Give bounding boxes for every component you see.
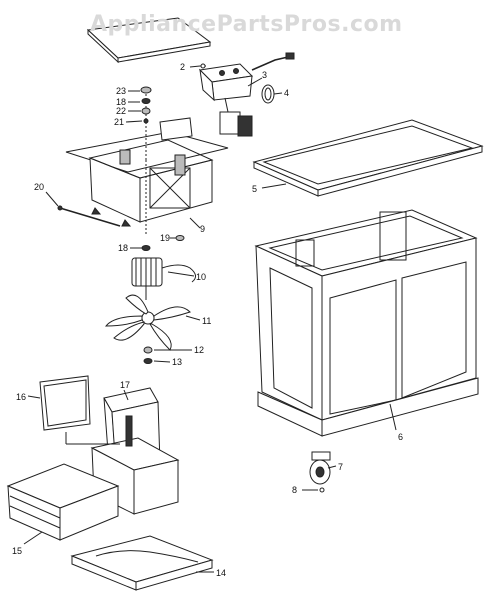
callout-22: 22 — [116, 106, 126, 116]
callout-16: 16 — [16, 392, 26, 402]
callout-19: 19 — [160, 233, 170, 243]
callout-8: 8 — [292, 485, 297, 495]
callout-2: 2 — [180, 62, 185, 72]
callout-20: 20 — [34, 182, 44, 192]
callout-5: 5 — [252, 184, 257, 194]
callout-21: 21 — [114, 117, 124, 127]
knob-ring-part — [261, 84, 275, 104]
callout-14: 14 — [216, 568, 226, 578]
leader-lines — [23, 65, 397, 573]
callout-10: 10 — [196, 272, 206, 282]
callout-6: 6 — [398, 432, 403, 442]
caster-part — [309, 451, 331, 493]
fan-nut — [143, 346, 153, 364]
callout-11: 11 — [202, 316, 211, 326]
filter-pad-part — [252, 119, 484, 197]
callout-4: 4 — [284, 88, 289, 98]
watermark-text: AppliancePartsPros.com — [90, 12, 403, 37]
callout-23: 23 — [116, 86, 126, 96]
callout-9: 9 — [200, 224, 205, 234]
base-pan-part — [65, 90, 229, 235]
callout-3: 3 — [262, 70, 267, 80]
control-housing-part — [198, 52, 295, 137]
hardware-stack — [140, 86, 152, 124]
base-tray-part — [70, 535, 214, 591]
side-panel-part — [39, 375, 91, 431]
fan-blade-part — [104, 294, 191, 351]
cartridge-part — [6, 463, 120, 541]
callout-12: 12 — [194, 345, 204, 355]
callout-15: 15 — [12, 546, 22, 556]
callout-18-upper: 18 — [116, 97, 126, 107]
cabinet-part — [254, 209, 479, 437]
callout-18-lower: 18 — [118, 243, 128, 253]
top-grille-part — [86, 17, 212, 64]
callout-13: 13 — [172, 357, 182, 367]
callout-7: 7 — [338, 462, 343, 472]
callout-17: 17 — [120, 380, 130, 390]
motor-part — [131, 257, 196, 300]
rod-part — [57, 205, 121, 227]
